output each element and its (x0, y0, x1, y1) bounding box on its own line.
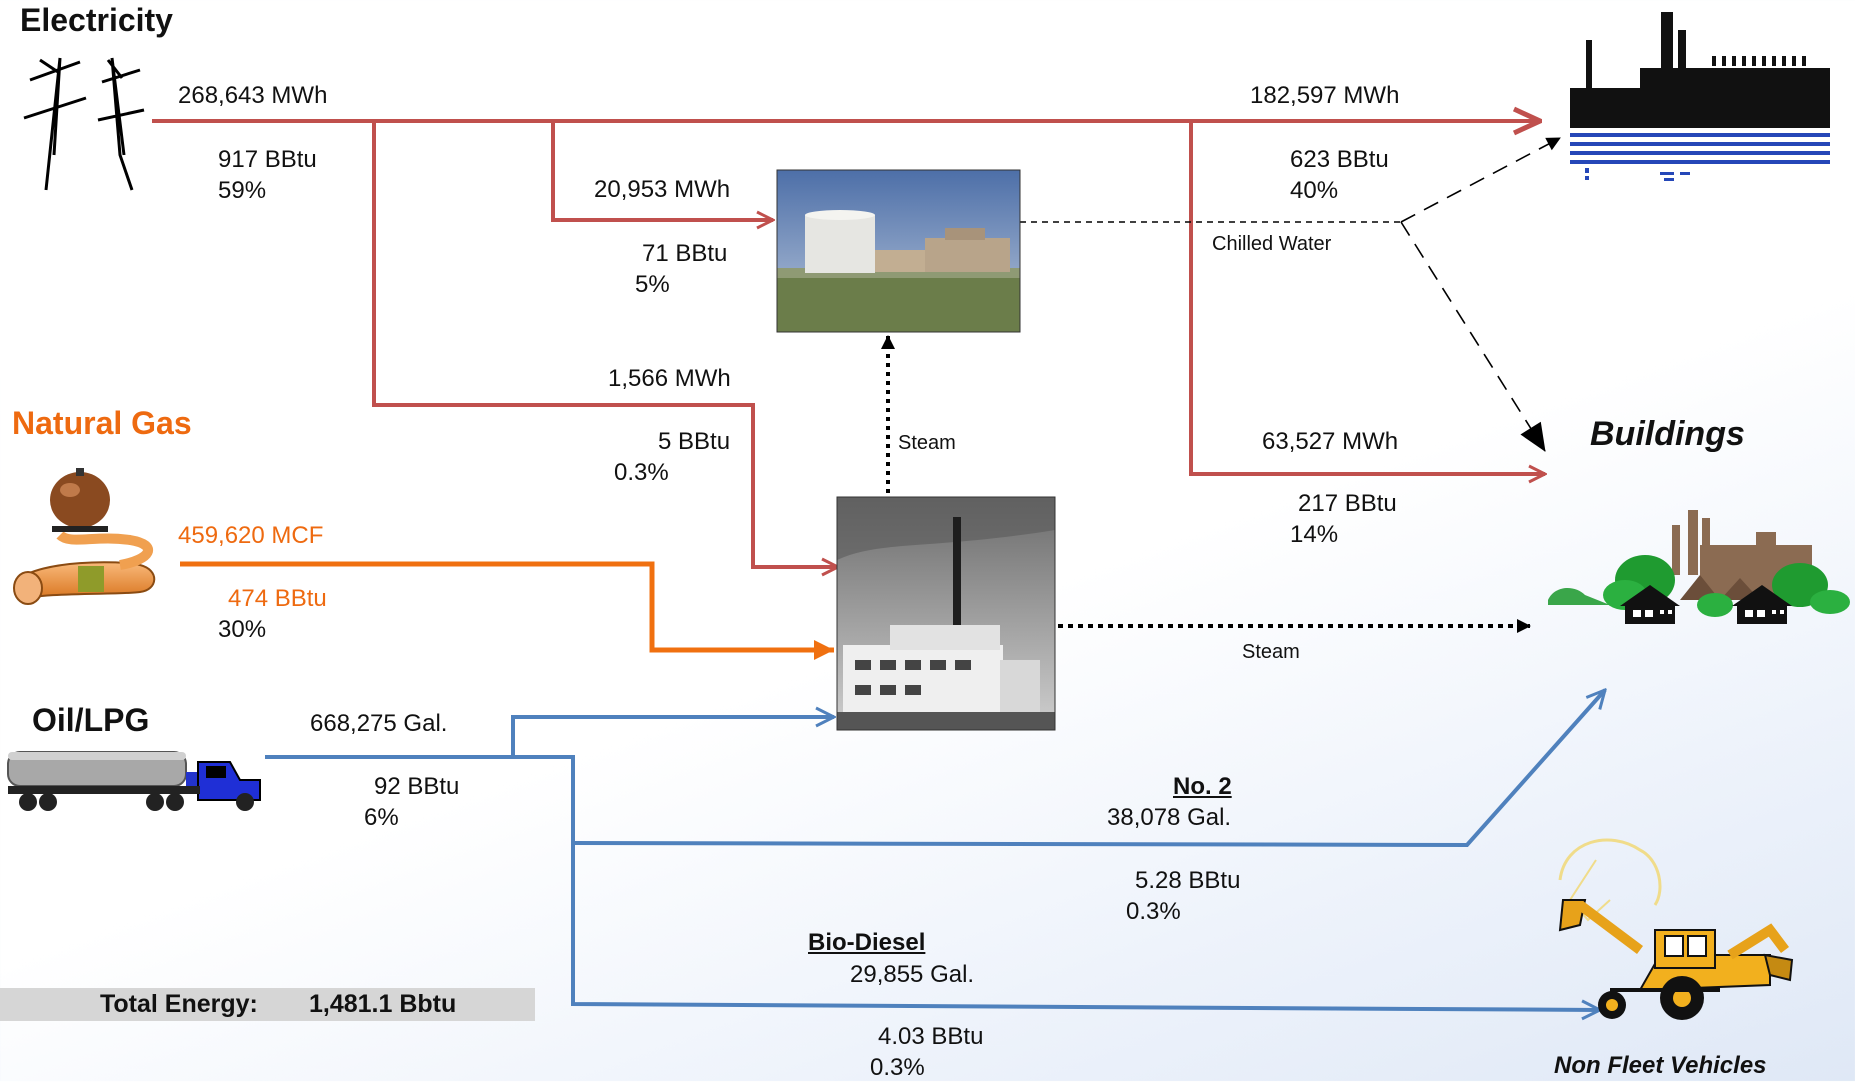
electricity-bbtu: 917 BBtu (218, 146, 317, 173)
elec-to-chiller-amount: 20,953 MWh (594, 176, 731, 203)
elec-to-plant-line (372, 121, 838, 567)
power-tower-icon (23, 57, 145, 191)
elec-to-plant-pct: 0.3% (614, 459, 669, 486)
elec-to-buildings-line (1189, 121, 1545, 474)
electricity-amount: 268,643 MWh (178, 82, 328, 109)
natural-gas-line (180, 561, 834, 660)
natural-gas-amount: 459,620 MCF (178, 522, 324, 549)
biodiesel-label: Bio-Diesel (808, 929, 926, 956)
elec-to-industry-pct: 40% (1290, 177, 1339, 204)
total-energy-bar: Total Energy: 1,481.1 Bbtu (0, 988, 535, 1021)
no2-label: No. 2 (1173, 773, 1232, 800)
natural-gas-bbtu: 474 BBtu (228, 585, 327, 612)
elec-to-buildings-bbtu: 217 BBtu (1298, 490, 1397, 517)
electricity-title: Electricity (20, 2, 173, 38)
oil-to-plant-line (511, 717, 834, 757)
non-fleet-vehicles-title: Non Fleet Vehicles (1554, 1052, 1767, 1079)
chiller-plant-photo (776, 169, 1021, 333)
oil-pct: 6% (364, 804, 399, 831)
steam-right-label: Steam (1242, 641, 1300, 663)
total-energy-value: 1,481.1 Bbtu (309, 990, 457, 1018)
tanker-truck-icon (7, 751, 261, 811)
oil-flows (265, 690, 1605, 1010)
total-energy-label: Total Energy: (100, 990, 258, 1018)
elec-to-chiller-pct: 5% (635, 271, 670, 298)
chilled-water-to-industry (1400, 137, 1561, 223)
elec-to-industry-bbtu: 623 BBtu (1290, 146, 1389, 173)
elec-to-buildings-amount: 63,527 MWh (1262, 428, 1399, 455)
elec-to-chiller-bbtu: 71 BBtu (642, 240, 728, 267)
no2-line (572, 690, 1605, 848)
biodiesel-bbtu: 4.03 BBtu (878, 1023, 984, 1050)
oil-amount: 668,275 Gal. (310, 710, 448, 737)
electricity-pct: 59% (218, 177, 267, 204)
power-plant-photo (836, 496, 1056, 731)
biodiesel-pct: 0.3% (870, 1054, 925, 1081)
gas-tank-icon (13, 468, 156, 605)
natural-gas-pct: 30% (218, 616, 267, 643)
electricity-flows (152, 121, 1545, 567)
oil-main-line (265, 755, 1600, 1010)
elec-to-industry-amount: 182,597 MWh (1250, 82, 1400, 109)
no2-pct: 0.3% (1126, 898, 1181, 925)
elec-to-buildings-pct: 14% (1290, 521, 1339, 548)
chilled-water-label: Chilled Water (1212, 233, 1332, 255)
buildings-icon (1548, 510, 1850, 624)
biodiesel-amount: 29,855 Gal. (850, 961, 975, 988)
buildings-title: Buildings (1590, 415, 1745, 453)
oil-lpg-title: Oil/LPG (32, 702, 150, 738)
no2-amount: 38,078 Gal. (1107, 804, 1232, 831)
steam-up-label: Steam (898, 432, 956, 454)
elec-to-plant-amount: 1,566 MWh (608, 365, 731, 392)
factory-icon (1570, 12, 1830, 181)
oil-bbtu: 92 BBtu (374, 773, 460, 800)
natural-gas-title: Natural Gas (12, 405, 192, 441)
chilled-water-to-buildings (1400, 221, 1546, 452)
no2-bbtu: 5.28 BBtu (1135, 867, 1241, 894)
elec-to-chiller-line (551, 121, 773, 220)
elec-to-plant-bbtu: 5 BBtu (658, 428, 731, 455)
backhoe-icon (1558, 838, 1794, 1020)
